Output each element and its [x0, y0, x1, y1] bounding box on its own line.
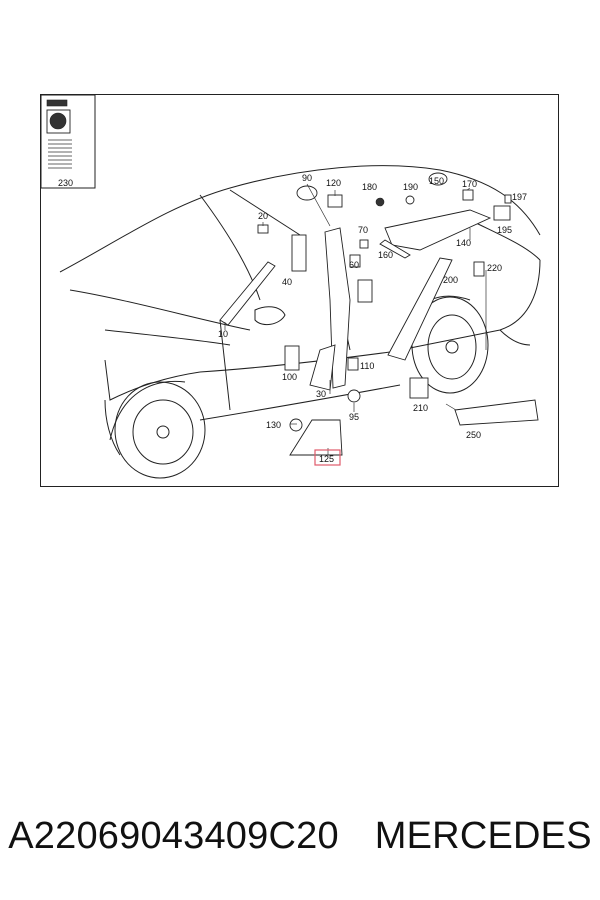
- callout-100: 100: [282, 372, 297, 382]
- callout-160: 160: [378, 250, 393, 260]
- callout-200: 200: [443, 275, 458, 285]
- part-number: A22069043409C20: [8, 814, 339, 857]
- callout-130: 130: [266, 420, 281, 430]
- callout-170: 170: [462, 179, 477, 189]
- callout-140: 140: [456, 238, 471, 248]
- caption: A22069043409C20 MERCEDES: [0, 808, 600, 864]
- callout-190: 190: [403, 182, 418, 192]
- callout-210: 210: [413, 403, 428, 413]
- callout-195: 195: [497, 225, 512, 235]
- inset-label: 230: [58, 178, 73, 188]
- callout-95: 95: [349, 412, 359, 422]
- callout-220: 220: [487, 263, 502, 273]
- callout-125: 125: [319, 454, 334, 464]
- callout-90: 90: [302, 173, 312, 183]
- leader-lines: [224, 183, 487, 455]
- callout-70: 70: [358, 225, 368, 235]
- callout-180: 180: [362, 182, 377, 192]
- callout-40: 40: [282, 277, 292, 287]
- callout-30: 30: [316, 389, 326, 399]
- inset-box: 230: [40, 94, 96, 189]
- callout-10: 10: [218, 329, 228, 339]
- callout-60: 60: [349, 260, 359, 270]
- callout-250: 250: [466, 430, 481, 440]
- callout-120: 120: [326, 178, 341, 188]
- callout-110: 110: [360, 361, 374, 371]
- callout-150: 150: [429, 176, 444, 186]
- callout-labels: 10 20 30 40 60 70 90 95 100 110 120 125 …: [218, 173, 527, 464]
- callout-20: 20: [258, 211, 268, 221]
- highlight-box: [314, 449, 341, 466]
- callout-197: 197: [512, 192, 527, 202]
- part-shapes: [219, 172, 539, 456]
- brand-name: MERCEDES: [374, 814, 592, 857]
